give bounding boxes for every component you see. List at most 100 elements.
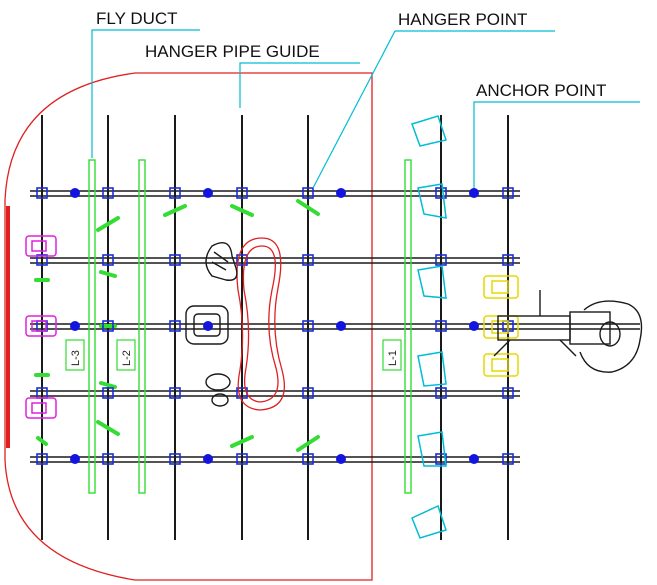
hanger-pipe-guide [163, 204, 187, 217]
anchor-points [70, 188, 479, 464]
hanger-pipe-guide [230, 435, 254, 448]
hanger-point [36, 453, 48, 465]
cyan-fixtures [411, 115, 447, 539]
stage-outline [4, 72, 373, 581]
horizontal-pipes [30, 190, 640, 463]
hanger-point [502, 453, 514, 465]
hanger-pipe-guide-callout: HANGER PIPE GUIDE [145, 42, 320, 61]
hanger-point [169, 387, 181, 399]
hanger-pipe-guide [296, 199, 320, 216]
cyan-fixture [411, 115, 447, 147]
hanger-point [435, 254, 447, 266]
cyan-fixture [411, 504, 447, 539]
hanger-pipe-guide [99, 381, 117, 389]
cyan-fixture [417, 431, 447, 467]
cyan-fixture [417, 183, 447, 219]
hanger-point [302, 320, 314, 332]
lane-label-box [65, 339, 85, 371]
hanger-point-callout: HANGER POINT [398, 10, 527, 29]
hanger-point [102, 320, 114, 332]
anchor-point [70, 321, 80, 331]
lane-label: L-2 [121, 350, 133, 366]
hanger-point [236, 453, 248, 465]
callout-lines [91, 29, 640, 189]
anchor-point [203, 188, 213, 198]
anchor-point-callout: ANCHOR POINT [476, 81, 606, 100]
hanger-point [36, 254, 48, 266]
hanger-point [102, 187, 114, 199]
yellow-fixtures [483, 275, 519, 377]
lane-label-box [116, 339, 136, 371]
hanger-point [302, 187, 314, 199]
fly-duct [404, 159, 412, 494]
hanger-point [102, 453, 114, 465]
fly-duct-callout: FLY DUCT [96, 9, 178, 28]
fly-duct-leader [91, 29, 200, 158]
fly-duct [88, 159, 96, 494]
anchor-point [70, 454, 80, 464]
anchor-point [469, 188, 479, 198]
yellow-fixture [483, 275, 519, 299]
lane-label: L-3 [70, 350, 82, 366]
fly-duct [138, 159, 146, 494]
hanger-point [502, 387, 514, 399]
hanger-point [236, 187, 248, 199]
magenta-fixture [31, 320, 47, 332]
hanger-point [502, 187, 514, 199]
hanger-point [435, 187, 447, 199]
hanger-pipe-guide [230, 204, 254, 217]
magenta-fixtures [25, 235, 57, 419]
hanger-point [169, 453, 181, 465]
hanger-point [102, 387, 114, 399]
anchor-point [469, 321, 479, 331]
hanger-point [36, 187, 48, 199]
hanger-point [302, 453, 314, 465]
pipe-guide-loop [236, 237, 286, 411]
hanger-pipe-guide [96, 420, 120, 436]
magenta-fixture [25, 315, 57, 337]
hanger-point [169, 320, 181, 332]
hanger-point-leader [312, 30, 555, 189]
hanger-pipe-guide [36, 436, 48, 446]
magenta-fixture [31, 240, 47, 252]
lane-label-box [382, 339, 402, 371]
anchor-point [336, 454, 346, 464]
anchor-point [203, 454, 213, 464]
hanger-point [169, 254, 181, 266]
anchor-point [336, 188, 346, 198]
fly-ducts [88, 159, 412, 494]
hanger-pipe-guide [296, 435, 320, 452]
anchor-point [70, 188, 80, 198]
magenta-fixture [25, 235, 57, 257]
hanger-pipe-guide-leader [239, 62, 360, 108]
camera-crane [493, 290, 643, 373]
hanger-point [502, 254, 514, 266]
hanger-point [435, 387, 447, 399]
lane-labels: L-3 L-2 L-1 [65, 339, 402, 371]
hanger-pipe-guides [34, 199, 320, 452]
anchor-point [336, 321, 346, 331]
hanger-point [169, 187, 181, 199]
hanger-pipe-guide [96, 216, 120, 232]
yellow-fixture [491, 280, 509, 294]
magenta-fixture [25, 397, 57, 419]
stage-equipment [185, 242, 238, 407]
hanger-point [302, 254, 314, 266]
hanger-point [435, 453, 447, 465]
cyan-fixture [417, 265, 447, 299]
cyan-fixture [417, 351, 447, 387]
yellow-fixture [491, 320, 509, 334]
yellow-fixture [491, 358, 509, 372]
hanger-point [435, 320, 447, 332]
anchor-point [203, 321, 213, 331]
magenta-fixture [31, 402, 47, 414]
hanger-point [236, 254, 248, 266]
lane-label: L-1 [387, 350, 399, 366]
hanger-point [102, 254, 114, 266]
anchor-point [469, 454, 479, 464]
hanger-point [302, 387, 314, 399]
hanger-pipe-guide [99, 270, 117, 278]
anchor-point-leader [473, 101, 640, 188]
yellow-fixture [483, 353, 519, 377]
